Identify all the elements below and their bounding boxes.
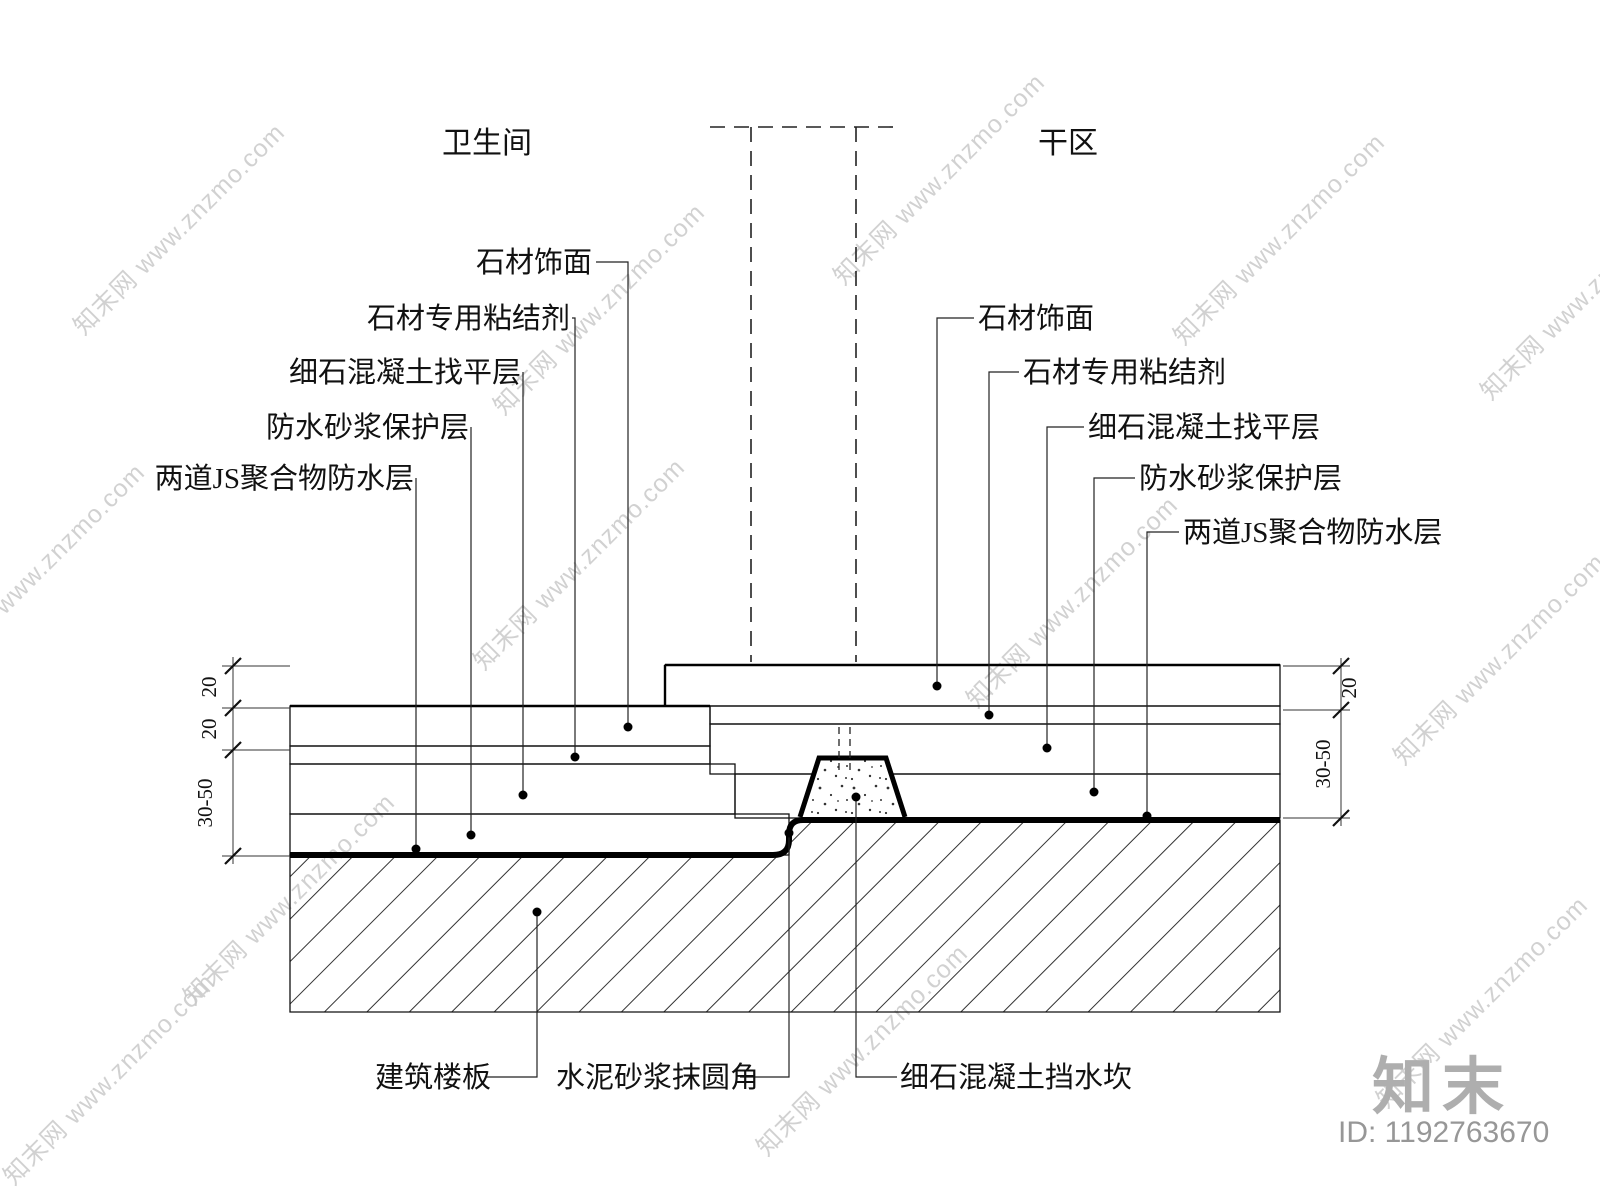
watermark-tile: 知末网 www.znzmo.com [68, 118, 290, 340]
room-label-dry-area: 干区 [1038, 127, 1098, 160]
leveling-right-layer [709, 723, 1281, 775]
layer-labels: 石材饰面 石材专用粘结剂 细石混凝土找平层 防水砂浆保护层 两道JS聚合物防水层… [155, 246, 1443, 1094]
watermark-tile: 知末网 www.znzmo.com [828, 68, 1050, 290]
leader-dot [1142, 811, 1152, 821]
label-adhesive-left: 石材专用粘结剂 [367, 302, 570, 335]
leader-curb [855, 797, 897, 1078]
dim-tick [224, 657, 242, 675]
leader-leveling-right [1046, 426, 1084, 748]
leader-dot [932, 681, 942, 691]
leader-dot [466, 830, 476, 840]
leader-protection-right [1093, 477, 1135, 792]
watermark-tile: 知末网 www.znzmo.com [468, 453, 690, 675]
curb-fill [800, 758, 905, 817]
watermark-tile: 知末网 www.znzmo.com [0, 968, 221, 1190]
leader-dot [623, 722, 633, 732]
leader-dot [984, 710, 994, 720]
curb-outline [797, 755, 908, 818]
stone-finish-left-layer [289, 705, 711, 747]
label-waterproof-right: 两道JS聚合物防水层 [1183, 516, 1442, 549]
dim-tick [224, 741, 242, 759]
label-leveling-left: 细石混凝土找平层 [289, 356, 521, 389]
leader-adhesive-left [572, 317, 576, 757]
leader-dot [570, 752, 580, 762]
dim-tick [1332, 657, 1350, 675]
leader-stone-finish-right [936, 317, 974, 686]
dim-tick [224, 847, 242, 865]
watermark-tile: 知末网 www.znzmo.com [1168, 128, 1390, 350]
leader-dot [532, 907, 542, 917]
dimension-right: 20 30-50 [1283, 657, 1361, 827]
dim-tick [1332, 809, 1350, 827]
watermark-layer: 知末网 www.znzmo.com 知末网 www.znzmo.com 知末网 … [0, 68, 1600, 1190]
leader-stone-finish-left [596, 261, 629, 727]
image-id-label: ID: 1192763670 [1338, 1116, 1549, 1149]
dimension-left: 20 20 30-50 [193, 657, 290, 865]
leader-slab [486, 912, 538, 1078]
leader-dot [518, 790, 528, 800]
leveling-left-layer [289, 763, 736, 815]
label-adhesive-right: 石材专用粘结剂 [1023, 356, 1226, 389]
leader-dot [851, 792, 861, 802]
leader-adhesive-right [988, 371, 1019, 715]
dim-value: 20 [197, 677, 221, 698]
label-stone-finish-left: 石材饰面 [476, 246, 592, 279]
room-label-bathroom: 卫生间 [442, 127, 532, 160]
dim-tick [224, 699, 242, 717]
room-titles: 卫生间 干区 [442, 127, 1098, 160]
label-structural-slab: 建筑楼板 [375, 1061, 491, 1094]
label-leveling-right: 细石混凝土找平层 [1088, 411, 1320, 444]
dim-value: 20 [1337, 678, 1361, 699]
dim-value: 30-50 [193, 779, 217, 828]
dim-value: 20 [197, 719, 221, 740]
site-watermark: 知末 ID: 1192763670 [1338, 1053, 1549, 1149]
label-protection-right: 防水砂浆保护层 [1139, 462, 1342, 495]
watermark-tile: 知末网 www.znzmo.com [1388, 548, 1600, 770]
label-protection-left: 防水砂浆保护层 [266, 411, 469, 444]
label-stone-finish-right: 石材饰面 [978, 302, 1094, 335]
leader-dot [411, 844, 421, 854]
leader-waterproof-right [1146, 531, 1179, 816]
label-mortar-rounded-corner: 水泥砂浆抹圆角 [556, 1061, 759, 1094]
leader-dot [1089, 787, 1099, 797]
watermark-tile: 知末网 www.znzmo.com [1475, 183, 1600, 405]
partition-wall [710, 126, 895, 662]
leader-rounded-corner [740, 833, 790, 1078]
dim-tick [1332, 701, 1350, 719]
label-concrete-curb: 细石混凝土挡水坎 [900, 1061, 1132, 1094]
site-logo: 知末 [1372, 1053, 1512, 1122]
label-waterproof-left: 两道JS聚合物防水层 [155, 462, 414, 495]
dim-value: 30-50 [1311, 740, 1335, 789]
leader-dot [1042, 743, 1052, 753]
stone-adhesive-right-layer [709, 705, 1281, 725]
stone-adhesive-left-layer [289, 745, 711, 765]
watermark-tile: 知末网 www.znzmo.com [0, 458, 151, 680]
leader-dot [784, 828, 794, 838]
watermark-tile: 知末网 www.znzmo.com [961, 491, 1183, 713]
leader-lines [411, 261, 1179, 1078]
